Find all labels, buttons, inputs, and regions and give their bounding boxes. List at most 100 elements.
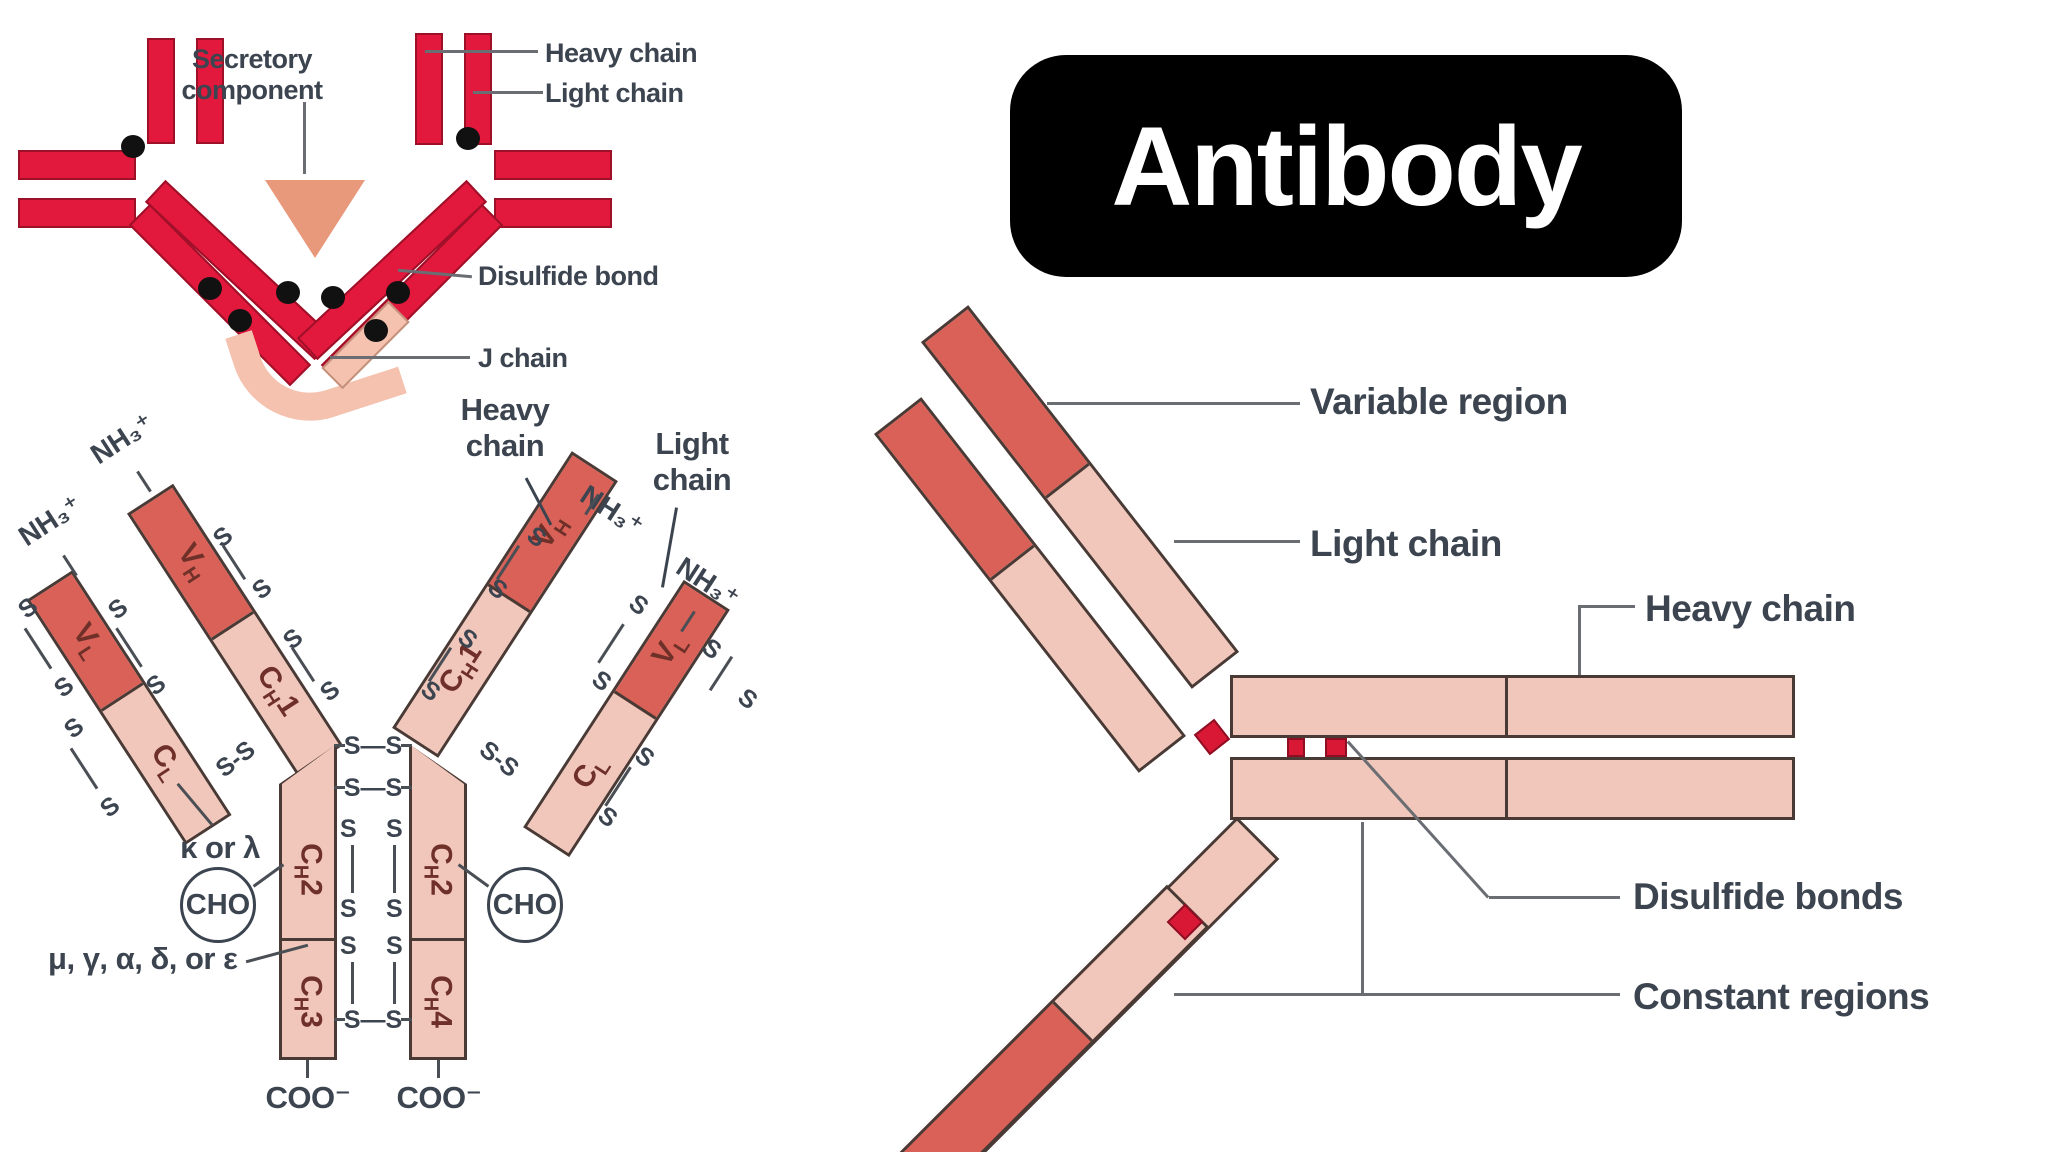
- coo-tick: [306, 1060, 309, 1078]
- constant-regions-line-h: [1174, 993, 1620, 996]
- ss-junction: S-S: [474, 735, 525, 783]
- heavy-chain-bar: [196, 38, 224, 144]
- hinge-s: S: [386, 895, 403, 923]
- variable-region-label: Variable region: [1310, 381, 1568, 422]
- disulfide-square: [1325, 738, 1347, 757]
- hinge-s: S: [386, 815, 403, 843]
- ch2-label: CH2: [419, 830, 458, 910]
- constant-regions-label: Constant regions: [1633, 976, 1930, 1017]
- heavy-chain-line-h: [1578, 605, 1635, 608]
- hinge-ss: S—S: [343, 732, 403, 760]
- hinge-tick: [401, 1018, 412, 1021]
- cl-label: CL: [139, 738, 190, 788]
- ch3-sub: H: [289, 996, 312, 1012]
- cl-label: CL: [565, 748, 616, 798]
- disulfide-bond-label: Disulfide bond: [478, 261, 659, 291]
- heavy-chain-bar: [494, 198, 612, 228]
- light-chain-pointer-line: [473, 91, 543, 94]
- hinge-connector: [351, 845, 354, 893]
- ch2-letter: C: [294, 843, 328, 865]
- disulfide-square: [1287, 738, 1305, 757]
- left-stem-divider: [281, 938, 335, 941]
- coo-label: COO⁻: [396, 1080, 482, 1115]
- disulfide-square: [1193, 718, 1231, 756]
- s-dash: [69, 747, 99, 790]
- light-chain-label: Light chain: [1310, 523, 1502, 564]
- ch4-letter: C: [424, 975, 458, 997]
- ch4-num: 4: [424, 1011, 458, 1028]
- ch2-sub: H: [419, 864, 442, 880]
- hinge-connector: [393, 962, 396, 1004]
- hinge-tick: [334, 1018, 345, 1021]
- stem-divider: [1505, 757, 1508, 820]
- light-line1: Light: [655, 426, 729, 461]
- s-mark: S: [102, 592, 134, 626]
- cho-text: CHO: [185, 888, 251, 921]
- hinge-tick: [401, 744, 412, 747]
- heavy-chain-pointer-line: [425, 50, 538, 53]
- disulfide-dot: [198, 277, 222, 300]
- disulfide-dot: [321, 286, 345, 309]
- title-badge: Antibody: [1010, 55, 1682, 277]
- hinge-s: S: [340, 815, 357, 843]
- hinge-s: S: [340, 895, 357, 923]
- cl-domain: CL: [527, 693, 655, 854]
- heavy-line1: Heavy: [460, 392, 550, 427]
- light-chain-bar: [494, 150, 612, 180]
- vh-label: VH: [166, 538, 217, 588]
- vl-label: VL: [61, 617, 111, 665]
- ch4-label: CH4: [419, 962, 458, 1042]
- secretory-pointer-line: [303, 102, 306, 174]
- disulfide-dot: [228, 309, 252, 332]
- coo-label: COO⁻: [265, 1080, 351, 1115]
- left-stem: [282, 746, 334, 1057]
- heavy-chain-stem-bottom: [1230, 757, 1795, 820]
- ch2-letter: C: [424, 843, 458, 865]
- disulfide-dot: [364, 319, 388, 342]
- ch3-num: 3: [294, 1011, 328, 1028]
- ch3-label: CH3: [289, 962, 328, 1042]
- light-chain-label: Light chain: [622, 426, 762, 498]
- j-chain-pointer-line: [330, 356, 470, 359]
- s-mark: S: [623, 588, 654, 622]
- ch3-letter: C: [294, 975, 328, 997]
- constant-regions-line-v: [1361, 822, 1364, 993]
- secretory-component-line1: Secretory: [191, 44, 313, 74]
- right-light-chain-bar: CL VL: [523, 579, 730, 858]
- page-title: Antibody: [1111, 103, 1582, 229]
- hinge-s: S: [340, 932, 357, 960]
- light-chain-bar: [147, 38, 175, 144]
- heavy-line2: chain: [465, 428, 545, 463]
- s-mark: S: [314, 674, 346, 708]
- nh3-label: NH₃⁺: [12, 488, 88, 553]
- ch4-sub: H: [419, 996, 442, 1012]
- hinge-ss: S—S: [343, 1006, 403, 1034]
- lower-light-chain-bar: [834, 884, 1210, 1152]
- s-mark: S: [58, 711, 90, 745]
- j-chain-label: J chain: [478, 343, 568, 373]
- ch2-num: 2: [424, 879, 458, 896]
- s-dash: [597, 623, 625, 664]
- light-chain-bar: [18, 150, 136, 180]
- cho-text: CHO: [492, 888, 558, 921]
- s-mark: S: [94, 790, 126, 824]
- kappa-lambda-label: κ or λ: [180, 830, 260, 865]
- secretory-component-triangle: [265, 180, 365, 258]
- heavy-chain-label: Heavy chain: [435, 392, 575, 464]
- disulfide-dot: [276, 281, 300, 304]
- secretory-component-label: Secretory component: [172, 44, 332, 106]
- hinge-tick: [334, 786, 345, 789]
- ch2-sub: H: [289, 864, 312, 880]
- hinge-connector: [351, 962, 354, 1004]
- light-chain-label: Light chain: [545, 78, 684, 108]
- variable-region-line: [1047, 402, 1300, 405]
- hinge-tick: [334, 744, 345, 747]
- nh3-label: NH₃⁺: [84, 406, 160, 471]
- vl-label: VL: [645, 626, 695, 674]
- stem-divider: [1505, 675, 1508, 738]
- ch2-label: CH2: [289, 830, 328, 910]
- cho-circle: CHO: [180, 867, 256, 943]
- heavy-chain-stem-top: [1230, 675, 1795, 738]
- heavy-chain-label: Heavy chain: [545, 38, 698, 68]
